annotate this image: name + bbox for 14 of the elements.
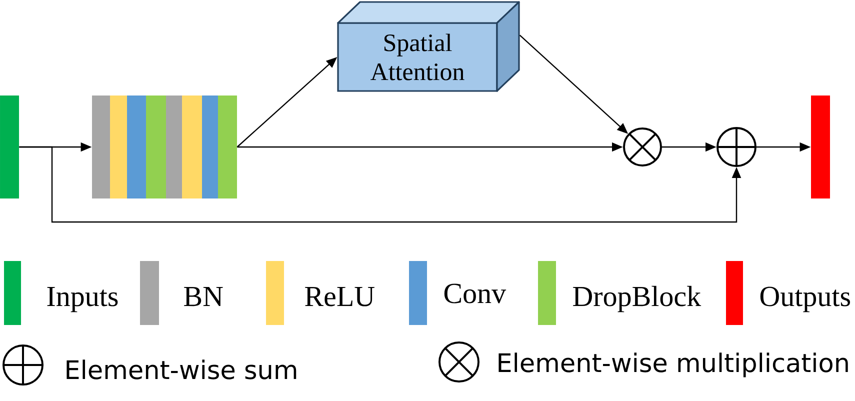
legend-label: Inputs — [47, 287, 118, 312]
output-bar — [811, 96, 830, 198]
input-bar — [0, 96, 20, 198]
cuboid-block: Spatial Attention — [337, 1, 520, 92]
legend-label: Outputs — [760, 286, 850, 312]
sum-circle — [716, 127, 756, 167]
legend-label: Element-wise sum — [66, 360, 296, 380]
legend-label: Element-wise multiplication — [498, 352, 848, 378]
multiply-circle — [623, 128, 662, 166]
legend-label: Conv — [444, 284, 506, 304]
legend-label: ReLU — [305, 287, 374, 306]
layer-stack — [92, 96, 237, 198]
legend-label: DropBlock — [573, 286, 702, 312]
legend-label: BN — [184, 287, 223, 306]
